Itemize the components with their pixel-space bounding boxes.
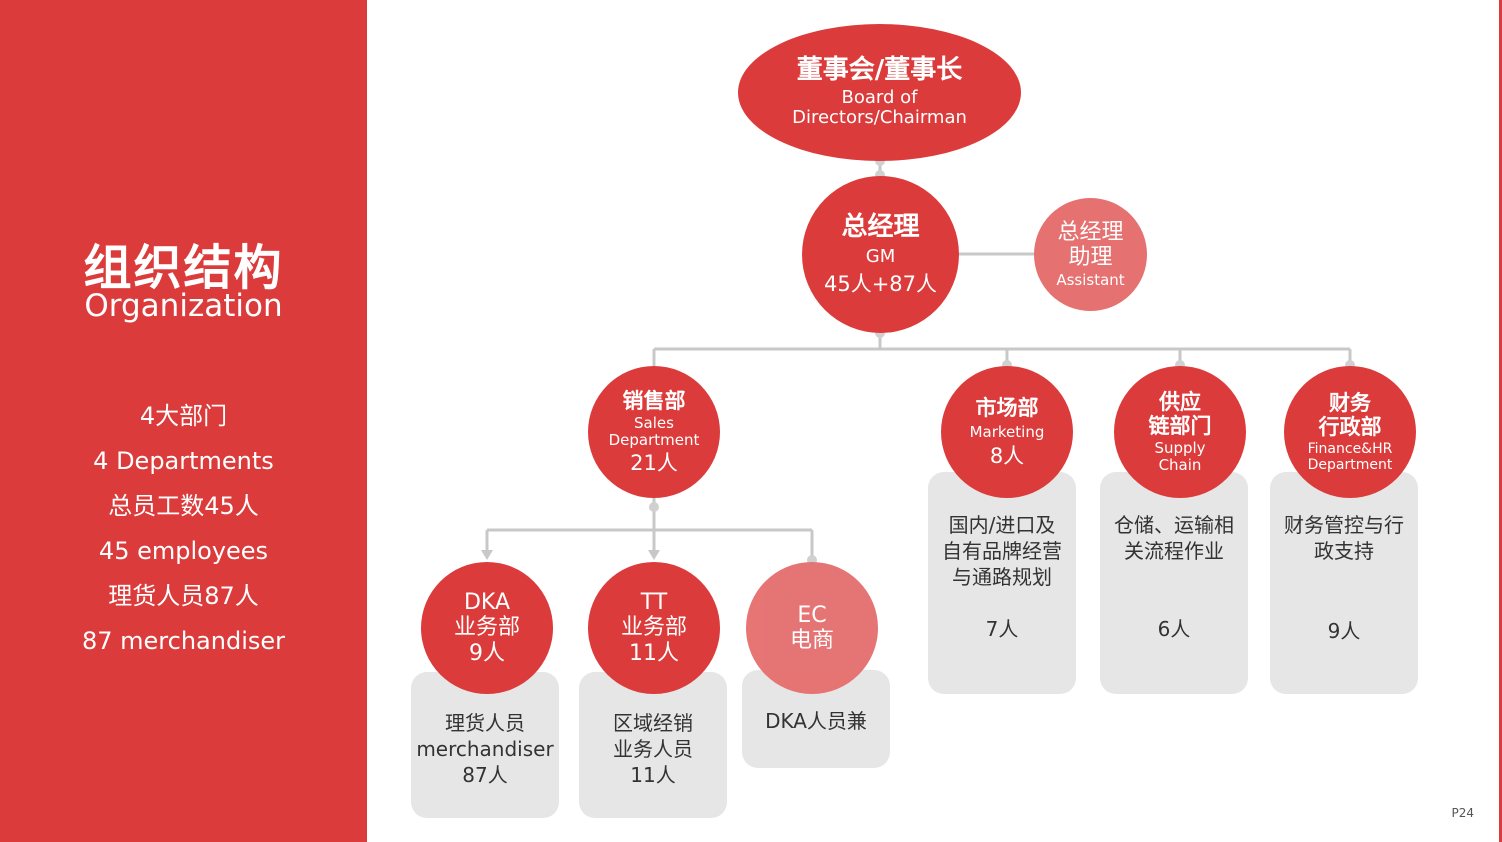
finance-card: 财务管控与行 政支持 9人	[1270, 472, 1418, 694]
supply-card: 仓储、运输相 关流程作业 6人	[1100, 472, 1248, 694]
arrowheads	[481, 550, 660, 560]
supply-desc-line: 关流程作业	[1124, 539, 1224, 563]
tt-desc-line: 11人	[630, 763, 676, 787]
stat-employees-zh: 总员工数45人	[108, 492, 259, 520]
tt-headcount: 11人	[629, 640, 679, 666]
finance-desc-line: 政支持	[1314, 539, 1374, 563]
gm-title-zh: 总经理	[841, 212, 920, 243]
stat-departments-zh: 4大部门	[139, 402, 228, 430]
sales-dept-node: 销售部 Sales Department 21人	[588, 366, 720, 498]
ec-node: EC 电商	[746, 562, 878, 694]
marketing-desc-line: 自有品牌经营	[942, 539, 1062, 563]
marketing-desc-line: 国内/进口及	[948, 513, 1056, 537]
arrow-tt	[648, 550, 660, 560]
tt-node: TT 业务部 11人	[588, 562, 720, 694]
dka-node: DKA 业务部 9人	[421, 562, 553, 694]
tt-card: 区域经销 业务人员 11人	[579, 672, 727, 818]
ec-title-zh: 电商	[789, 628, 834, 653]
finance-title-en: Department	[1307, 457, 1393, 474]
connector-dot	[1345, 360, 1355, 370]
supply-title-zh: 链部门	[1148, 413, 1212, 438]
connector-dot	[1175, 360, 1185, 370]
marketing-dept-node: 市场部 Marketing 8人	[941, 366, 1073, 498]
board-title-zh: 董事会/董事长	[796, 54, 963, 85]
connector-dot	[1002, 360, 1012, 370]
ec-desc: DKA人员兼	[765, 709, 867, 733]
board-title-en: Board of	[841, 86, 918, 108]
dka-card: 理货人员 merchandiser 87人	[411, 672, 559, 818]
dka-title: DKA	[463, 590, 511, 616]
arrow-dka	[481, 550, 493, 560]
finance-title-zh: 行政部	[1318, 414, 1382, 439]
board-title-en: Directors/Chairman	[792, 107, 967, 129]
supply-title-en: Chain	[1158, 456, 1202, 475]
dka-desc-line: merchandiser	[416, 737, 554, 761]
tt-desc-line: 区域经销	[613, 711, 693, 735]
marketing-desc-line: 与通路规划	[952, 565, 1052, 589]
assistant-title-en: Assistant	[1056, 271, 1125, 290]
sales-title-en: Sales	[634, 413, 674, 432]
gm-title-en: GM	[865, 246, 896, 268]
supply-title-zh: 供应	[1159, 389, 1201, 414]
dka-title-zh: 业务部	[453, 615, 520, 641]
dka-desc-line: 理货人员	[445, 711, 525, 735]
marketing-title-en: Marketing	[969, 423, 1045, 442]
supply-dept-node: 供应 链部门 Supply Chain	[1114, 366, 1246, 498]
board-node: 董事会/董事长 Board of Directors/Chairman	[738, 24, 1021, 161]
stat-merchandisers-zh: 理货人员87人	[108, 582, 259, 610]
tt-title-zh: 业务部	[620, 615, 687, 641]
stat-departments-en: 4 Departments	[93, 447, 274, 475]
sales-headcount: 21人	[630, 451, 678, 476]
sales-title-en: Department	[608, 431, 700, 449]
page-number: P24	[1451, 806, 1474, 820]
gm-node: 总经理 GM 45人+87人	[802, 176, 959, 333]
page-subtitle: Organization	[84, 288, 283, 324]
tt-desc-line: 业务人员	[613, 737, 693, 761]
marketing-title-zh: 市场部	[975, 396, 1039, 421]
supply-title-en: Supply	[1154, 438, 1206, 457]
connector-dot	[875, 170, 885, 180]
supply-staff-count: 6人	[1157, 617, 1191, 641]
dka-headcount: 9人	[469, 640, 505, 666]
sidebar: 组织结构 Organization 4大部门 4 Departments 总员工…	[0, 0, 367, 842]
tt-title: TT	[640, 590, 668, 616]
finance-desc-line: 财务管控与行	[1284, 513, 1404, 537]
assistant-node: 总经理 助理 Assistant	[1034, 198, 1147, 311]
finance-dept-node: 财务 行政部 Finance&HR Department	[1284, 366, 1416, 498]
ec-title: EC	[797, 602, 827, 628]
gm-headcount: 45人+87人	[823, 271, 938, 296]
right-edge-bar	[1499, 0, 1502, 842]
stats-list: 4大部门 4 Departments 总员工数45人 45 employees …	[0, 396, 367, 666]
stat-merchandisers-en: 87 merchandiser	[81, 627, 285, 655]
connector-dot	[875, 328, 885, 338]
connector-dot	[807, 555, 817, 565]
page-title: 组织结构	[83, 240, 284, 296]
marketing-card: 国内/进口及 自有品牌经营 与通路规划 7人	[928, 472, 1076, 694]
marketing-headcount: 8人	[989, 443, 1025, 468]
connector-dot	[875, 156, 885, 166]
marketing-staff-count: 7人	[985, 617, 1019, 641]
dka-desc-line: 87人	[462, 763, 508, 787]
stat-employees-en: 45 employees	[98, 537, 269, 565]
finance-staff-count: 9人	[1327, 619, 1361, 643]
finance-title-zh: 财务	[1329, 390, 1371, 415]
assistant-title-zh: 助理	[1068, 244, 1113, 270]
assistant-title-zh: 总经理	[1057, 219, 1124, 245]
finance-title-en: Finance&HR	[1307, 441, 1393, 458]
connector-dot	[649, 502, 659, 512]
supply-desc-line: 仓储、运输相	[1114, 513, 1234, 537]
sales-title-zh: 销售部	[622, 388, 686, 413]
